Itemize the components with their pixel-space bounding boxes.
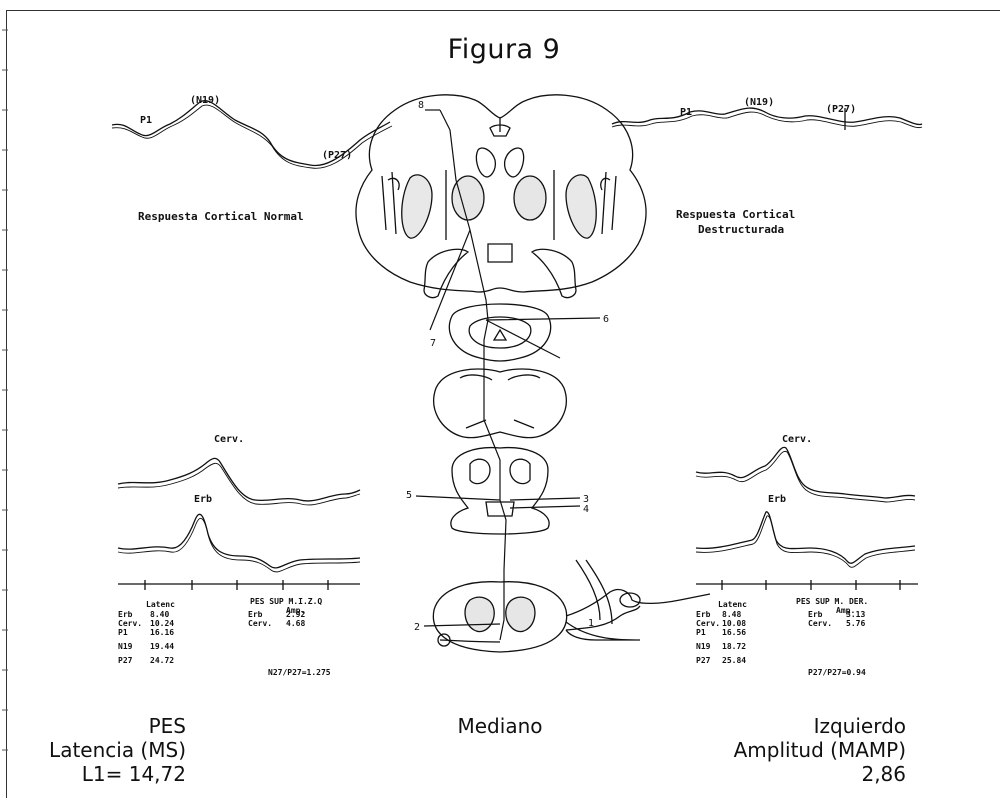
lr-cell-name: P1	[696, 628, 706, 637]
lr-cell-ampname: Erb	[808, 610, 822, 619]
table-row: P27 24.72	[118, 656, 363, 665]
marker-6: 6	[603, 314, 609, 325]
left-peripheral-waveforms	[118, 458, 360, 590]
lr-cell-ampname: Cerv.	[808, 619, 832, 628]
ll-cell-name: N19	[118, 642, 132, 651]
marker-8: 8	[418, 100, 424, 111]
caption-center: Mediano	[440, 714, 560, 738]
lr-cerv-label: Cerv.	[782, 434, 812, 445]
ll-cell-amp: 4.68	[286, 619, 305, 628]
table-row: P1 16.56	[696, 628, 918, 637]
lr-cell-lat: 25.84	[722, 656, 746, 665]
table-row: N19 18.72	[696, 637, 918, 656]
marker-2: 2	[414, 622, 420, 633]
ll-cell-name: P1	[118, 628, 128, 637]
brain-coronal-section	[356, 95, 646, 298]
ll-cell-name: Erb	[118, 610, 132, 619]
lr-cell-name: N19	[696, 642, 710, 651]
lr-cell-lat: 16.56	[722, 628, 746, 637]
ll-cell-name: Cerv.	[118, 619, 142, 628]
ll-cell-lat: 16.16	[150, 628, 174, 637]
lr-erb-label: Erb	[768, 494, 786, 505]
table-row: N19 19.44	[118, 637, 363, 656]
ll-cell-lat: 19.44	[150, 642, 174, 651]
tl-p27-label: (P27)	[322, 150, 352, 161]
caption-right-line3: 2,86	[861, 762, 906, 786]
ll-cell-lat: 24.72	[150, 656, 174, 665]
lr-cell-name: P27	[696, 656, 710, 665]
ll-header: PES SUP M.I.Z.Q	[250, 597, 322, 606]
caption-left-line2: Latencia (MS)	[49, 738, 186, 762]
tr-caption-line2: Destructurada	[698, 223, 784, 236]
table-row: Erb 8.48 Erb 3.13	[696, 610, 918, 619]
cortical-destructured-waveform	[612, 108, 922, 130]
ll-cerv-label: Cerv.	[214, 434, 244, 445]
lr-cell-lat: 10.08	[722, 619, 746, 628]
ll-cell-ampname: Erb	[248, 610, 262, 619]
table-row: P27 25.84	[696, 656, 918, 665]
lr-footer-code: P27/P27=0.94	[808, 668, 866, 677]
marker-4: 4	[583, 504, 589, 515]
table-row: Erb 8.40 Erb 2.92	[118, 610, 363, 619]
ll-cell-ampname: Cerv.	[248, 619, 272, 628]
table-row: Cerv. 10.24 Cerv. 4.68	[118, 619, 363, 628]
ll-erb-label: Erb	[194, 494, 212, 505]
tl-n19-label: (N19)	[190, 95, 220, 106]
tr-p27-label: (P27)	[826, 104, 856, 115]
lr-cell-lat: 8.48	[722, 610, 741, 619]
lr-cell-amp: 5.76	[846, 619, 865, 628]
ll-cell-lat: 10.24	[150, 619, 174, 628]
marker-1: 1	[588, 618, 594, 629]
marker-5: 5	[406, 490, 412, 501]
lr-cell-name: Erb	[696, 610, 710, 619]
lr-cell-name: Cerv.	[696, 619, 720, 628]
lr-cell-lat: 18.72	[722, 642, 746, 651]
ll-cell-amp: 2.92	[286, 610, 305, 619]
lr-header: PES SUP M. DER.	[796, 597, 868, 606]
marker-7: 7	[430, 338, 436, 349]
ll-cell-lat: 8.40	[150, 610, 169, 619]
table-row: P1 16.16	[118, 628, 363, 637]
brainstem-sections	[433, 304, 710, 652]
caption-right-line1: Izquierdo	[814, 714, 906, 738]
right-peripheral-waveforms	[696, 447, 918, 590]
tr-n19-label: (N19)	[744, 97, 774, 108]
caption-left-line1: PES	[149, 714, 186, 738]
tr-p1-label: P1	[680, 107, 692, 118]
lr-cell-amp: 3.13	[846, 610, 865, 619]
tl-p1-label: P1	[140, 115, 152, 126]
tl-caption: Respuesta Cortical Normal	[138, 210, 304, 223]
caption-left-line3: L1= 14,72	[82, 762, 186, 786]
ll-footer-code: N27/P27=1.275	[268, 668, 331, 677]
lr-col-lat: Latenc	[718, 600, 747, 609]
ll-cell-name: P27	[118, 656, 132, 665]
tr-caption-line1: Respuesta Cortical	[676, 208, 795, 221]
ll-col-lat: Latenc	[146, 600, 175, 609]
caption-right-line2: Amplitud (MAMP)	[734, 738, 906, 762]
